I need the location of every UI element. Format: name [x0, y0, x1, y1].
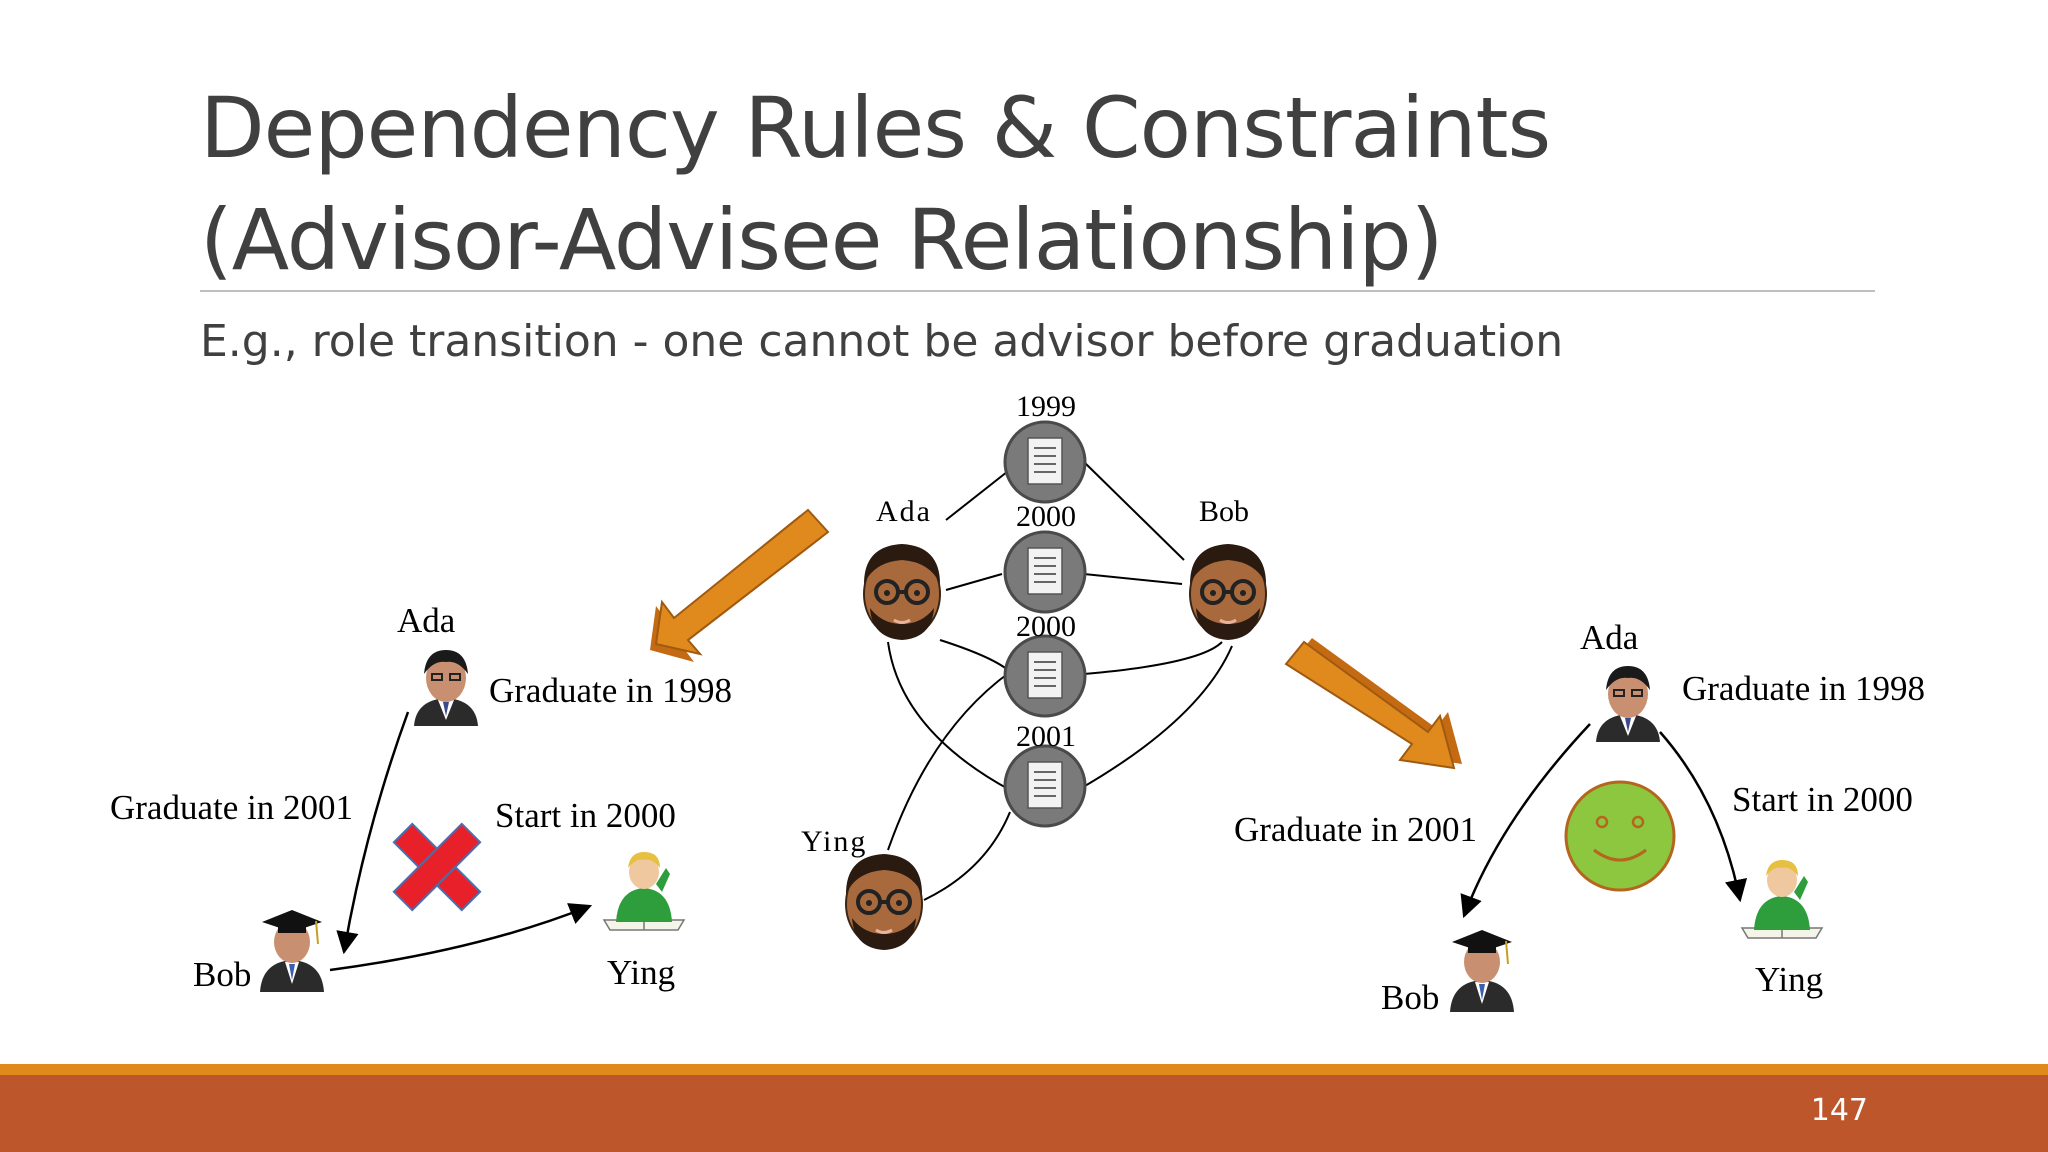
right-ada-avatar [1595, 665, 1661, 743]
author-node-bob [1188, 542, 1268, 642]
right-arrow-ada-to-ying [1659, 731, 1748, 903]
coauthor-network [844, 420, 1268, 952]
right-note-bob: Graduate in 2001 [1234, 810, 1477, 849]
author-node-ada [862, 542, 942, 642]
paper-node-2001 [1003, 744, 1087, 828]
smiley-face-icon [1564, 780, 1676, 892]
right-label-ada: Ada [1580, 618, 1639, 657]
edge-ying-paper2000b [887, 671, 1011, 851]
left-arrow-bob-to-ying [329, 903, 593, 972]
right-panel-figure [1449, 665, 1823, 1013]
network-edges [887, 461, 1233, 901]
right-label-bob: Bob [1381, 978, 1440, 1017]
network-label-ying: Ying [801, 825, 868, 858]
page-number: 147 [1810, 1093, 1868, 1128]
footer-bar: 147 [0, 1075, 2048, 1152]
paper-year-1999: 1999 [1016, 390, 1076, 423]
network-label-ada: Ada [876, 495, 932, 528]
left-panel-figure [259, 649, 685, 993]
edge-ada-paper2000a [945, 573, 1003, 591]
edge-bob-paper2001 [1077, 645, 1233, 791]
paper-year-2000b: 2000 [1016, 610, 1076, 643]
right-arrow-ada-to-bob [1460, 723, 1591, 919]
edge-ying-paper2001 [923, 811, 1011, 901]
red-x-icon [392, 822, 482, 912]
edge-ada-paper2000b [939, 639, 1009, 671]
title-divider [200, 290, 1875, 292]
right-ying-avatar [1741, 859, 1823, 939]
slide-subtitle: E.g., role transition - one cannot be ad… [200, 316, 1564, 367]
left-note-bob: Graduate in 2001 [110, 788, 353, 827]
paper-node-2000a [1003, 530, 1087, 614]
title-line-1: Dependency Rules & Constraints [200, 79, 1551, 177]
edge-bob-paper1999 [1083, 461, 1185, 561]
edge-ada-paper2001 [887, 641, 1011, 791]
paper-node-2000b [1003, 634, 1087, 718]
slide-title: Dependency Rules & Constraints (Advisor-… [200, 72, 1850, 296]
left-ying-avatar [603, 851, 685, 931]
right-note-ada: Graduate in 1998 [1682, 669, 1925, 708]
network-label-bob: Bob [1199, 495, 1250, 528]
paper-year-2000a: 2000 [1016, 500, 1076, 533]
left-ada-avatar [413, 649, 479, 727]
right-label-ying: Ying [1755, 960, 1824, 999]
paper-node-1999 [1003, 420, 1087, 504]
edge-bob-paper2000a [1083, 573, 1183, 585]
left-arrow-ada-to-bob [336, 711, 410, 955]
right-bob-avatar [1449, 929, 1515, 1013]
orange-arrow-right [1284, 638, 1462, 770]
left-label-bob: Bob [193, 955, 252, 994]
paper-year-2001: 2001 [1016, 720, 1076, 753]
title-line-2: (Advisor-Advisee Relationship) [200, 191, 1444, 289]
left-label-ying: Ying [607, 953, 676, 992]
left-note-ada: Graduate in 1998 [489, 671, 732, 710]
left-label-ada: Ada [397, 601, 456, 640]
orange-arrow-left [650, 508, 830, 662]
left-bob-avatar [259, 909, 325, 993]
right-note-ying: Start in 2000 [1732, 780, 1913, 819]
edge-ada-paper1999 [945, 467, 1013, 521]
left-note-ying: Start in 2000 [495, 796, 676, 835]
footer-accent-line [0, 1064, 2048, 1075]
edge-bob-paper2000b [1083, 641, 1223, 675]
author-node-ying [844, 852, 924, 952]
